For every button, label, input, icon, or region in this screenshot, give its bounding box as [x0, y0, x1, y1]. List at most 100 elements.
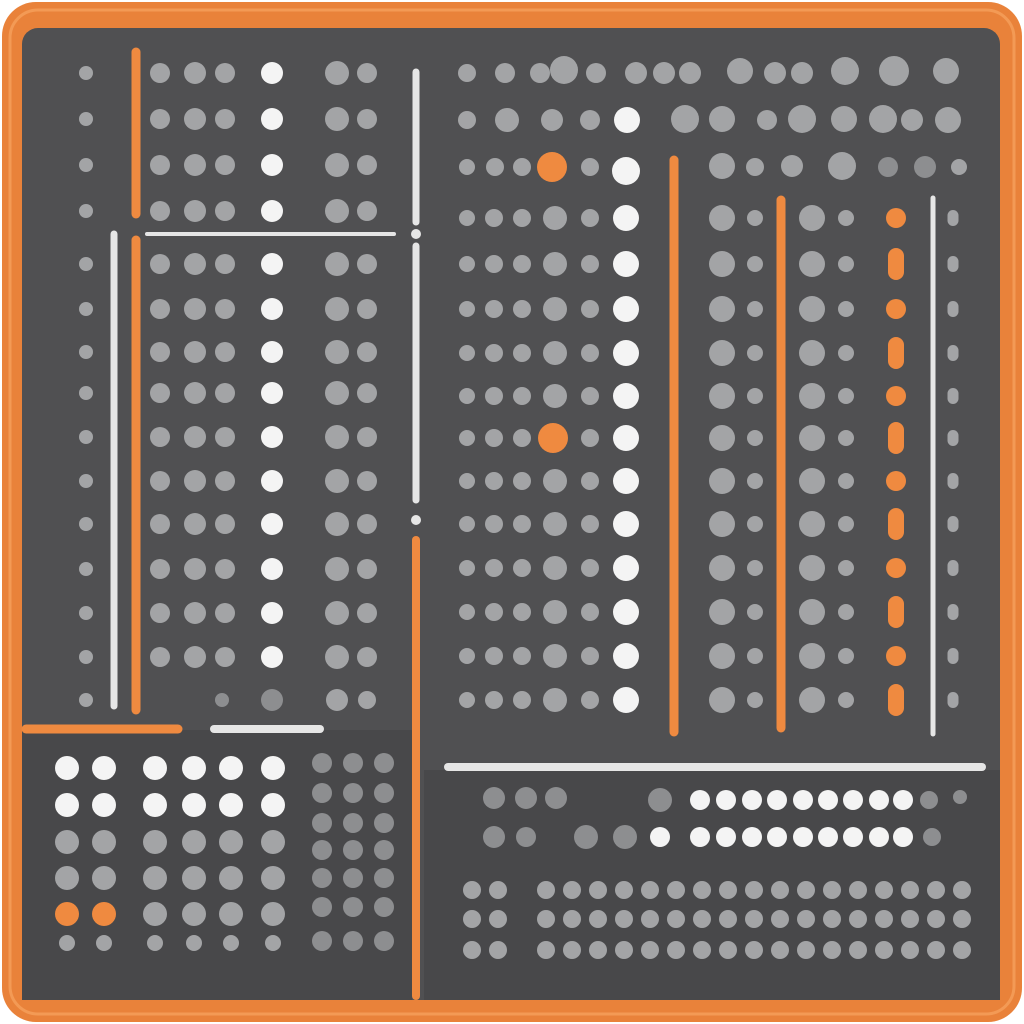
dot — [581, 691, 599, 709]
dot — [927, 910, 945, 928]
dot — [797, 910, 815, 928]
dot — [615, 910, 633, 928]
dot — [485, 515, 503, 533]
dot — [914, 156, 936, 178]
dot — [143, 902, 167, 926]
dot — [543, 556, 567, 580]
dot — [483, 826, 505, 848]
dot — [648, 788, 672, 812]
dot — [261, 902, 285, 926]
dot — [150, 342, 170, 362]
dot — [463, 941, 481, 959]
dot — [150, 155, 170, 175]
dot — [459, 560, 475, 576]
dot — [92, 866, 116, 890]
dot — [933, 58, 959, 84]
dot — [219, 830, 243, 854]
dot — [935, 107, 961, 133]
dot — [901, 941, 919, 959]
dot — [215, 299, 235, 319]
dot — [543, 297, 567, 321]
dot-pill — [947, 430, 959, 446]
dot — [797, 881, 815, 899]
dot — [757, 110, 777, 130]
dot — [150, 559, 170, 579]
dot — [953, 910, 971, 928]
dot — [589, 881, 607, 899]
dot — [261, 646, 283, 668]
dot — [747, 692, 763, 708]
dot — [586, 63, 606, 83]
dot — [901, 109, 923, 131]
dot — [799, 511, 825, 537]
dot — [709, 205, 735, 231]
dot — [709, 340, 735, 366]
dot — [799, 425, 825, 451]
dot — [411, 515, 421, 525]
dot — [709, 643, 735, 669]
dot — [374, 840, 394, 860]
dot — [485, 429, 503, 447]
dot — [184, 62, 206, 84]
dot — [261, 200, 283, 222]
dot — [745, 941, 763, 959]
dot — [150, 427, 170, 447]
dot — [325, 601, 349, 625]
dot — [343, 753, 363, 773]
dot — [613, 340, 639, 366]
dot — [823, 941, 841, 959]
dot — [679, 62, 701, 84]
dot — [767, 790, 787, 810]
dot — [869, 105, 897, 133]
dot — [312, 753, 332, 773]
dot — [215, 109, 235, 129]
dot — [901, 910, 919, 928]
dot — [261, 341, 283, 363]
dot — [215, 155, 235, 175]
dot — [953, 941, 971, 959]
dot — [219, 902, 243, 926]
dot — [459, 210, 475, 226]
dot — [261, 154, 283, 176]
dot — [613, 511, 639, 537]
dot — [641, 910, 659, 928]
dot — [581, 300, 599, 318]
dot — [357, 63, 377, 83]
dot — [261, 689, 283, 711]
dot — [485, 300, 503, 318]
dot — [261, 298, 283, 320]
dot — [343, 840, 363, 860]
dot — [869, 790, 889, 810]
dot — [831, 57, 859, 85]
dot — [574, 825, 598, 849]
dot — [184, 382, 206, 404]
dot — [747, 516, 763, 532]
dot — [709, 555, 735, 581]
dot — [325, 297, 349, 321]
dot — [150, 201, 170, 221]
dot — [886, 299, 906, 319]
dot — [747, 256, 763, 272]
dot — [513, 603, 531, 621]
dot — [312, 840, 332, 860]
dot — [838, 256, 854, 272]
dot — [799, 296, 825, 322]
dot — [459, 388, 475, 404]
dot — [541, 109, 563, 131]
dot — [374, 813, 394, 833]
dot — [799, 555, 825, 581]
dot — [184, 200, 206, 222]
dot — [79, 257, 93, 271]
dot — [150, 383, 170, 403]
dot — [513, 647, 531, 665]
dot — [893, 790, 913, 810]
dot — [516, 827, 536, 847]
dot — [374, 868, 394, 888]
dot — [150, 63, 170, 83]
dot-pill — [947, 345, 959, 361]
dot — [184, 108, 206, 130]
dot — [55, 902, 79, 926]
dot — [357, 471, 377, 491]
dot — [953, 881, 971, 899]
dot — [625, 62, 647, 84]
